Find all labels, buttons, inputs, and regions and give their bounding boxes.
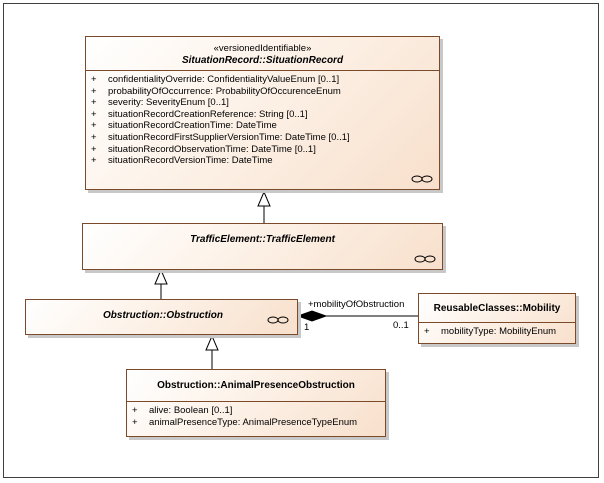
link-icon [267,316,289,324]
class-traffic-element[interactable]: TrafficElement::TrafficElement [82,223,443,270]
animal-presence-attributes: +alive: Boolean [0..1] +animalPresenceTy… [127,402,385,428]
class-divider [419,322,575,323]
generalization-arrow-traffic [154,268,168,285]
obstruction-name: Obstruction::Obstruction [103,310,223,321]
class-divider [86,70,439,71]
class-mobility[interactable]: ReusableClasses::Mobility +mobilityType:… [418,293,576,344]
attribute-row: +severity: SeverityEnum [0..1] [91,97,229,109]
source-multiplicity-label: 1 [304,322,310,333]
attribute-row: +confidentialityOverride: Confidentialit… [91,74,340,85]
generalization-arrow-obstruction [205,334,219,351]
animal-presence-name: Obstruction::AnimalPresenceObstruction [157,380,355,391]
attribute-row: +situationRecordVersionTime: DateTime [91,155,273,167]
situation-record-name: SituationRecord::SituationRecord [181,55,344,66]
composition-diamond [296,310,328,322]
attribute-row: +probabilityOfOccurrence: ProbabilityOfO… [91,85,341,97]
attribute-row: +situationRecordFirstSupplierVersionTime… [91,131,350,143]
attribute-row: +situationRecordCreationReference: Strin… [91,108,308,120]
situation-record-attributes: +confidentialityOverride: Confidentialit… [86,71,439,167]
class-divider [127,401,385,402]
class-animal-presence-obstruction[interactable]: Obstruction::AnimalPresenceObstruction +… [126,369,386,437]
situation-record-stereotype: «versionedIdentifiable» [213,43,312,54]
association-role-label: +mobilityOfObstruction [308,299,405,310]
attribute-row: +animalPresenceType: AnimalPresenceTypeE… [132,416,358,428]
attribute-row: +situationRecordObservationTime: DateTim… [91,143,316,155]
attribute-row: +mobilityType: MobilityEnum [424,326,557,337]
link-icon [414,255,436,263]
class-situation-record[interactable]: «versionedIdentifiable» SituationRecord:… [85,36,440,190]
mobility-name: ReusableClasses::Mobility [433,303,561,314]
attribute-row: +situationRecordCreationTime: DateTime [91,120,277,132]
traffic-element-name: TrafficElement::TrafficElement [190,234,335,245]
link-icon [411,175,433,183]
class-obstruction[interactable]: Obstruction::Obstruction [25,299,298,335]
mobility-attributes: +mobilityType: MobilityEnum [419,323,575,338]
target-multiplicity-label: 0..1 [393,320,409,331]
generalization-arrow-situation [257,190,271,207]
attribute-row: +alive: Boolean [0..1] [132,405,233,416]
